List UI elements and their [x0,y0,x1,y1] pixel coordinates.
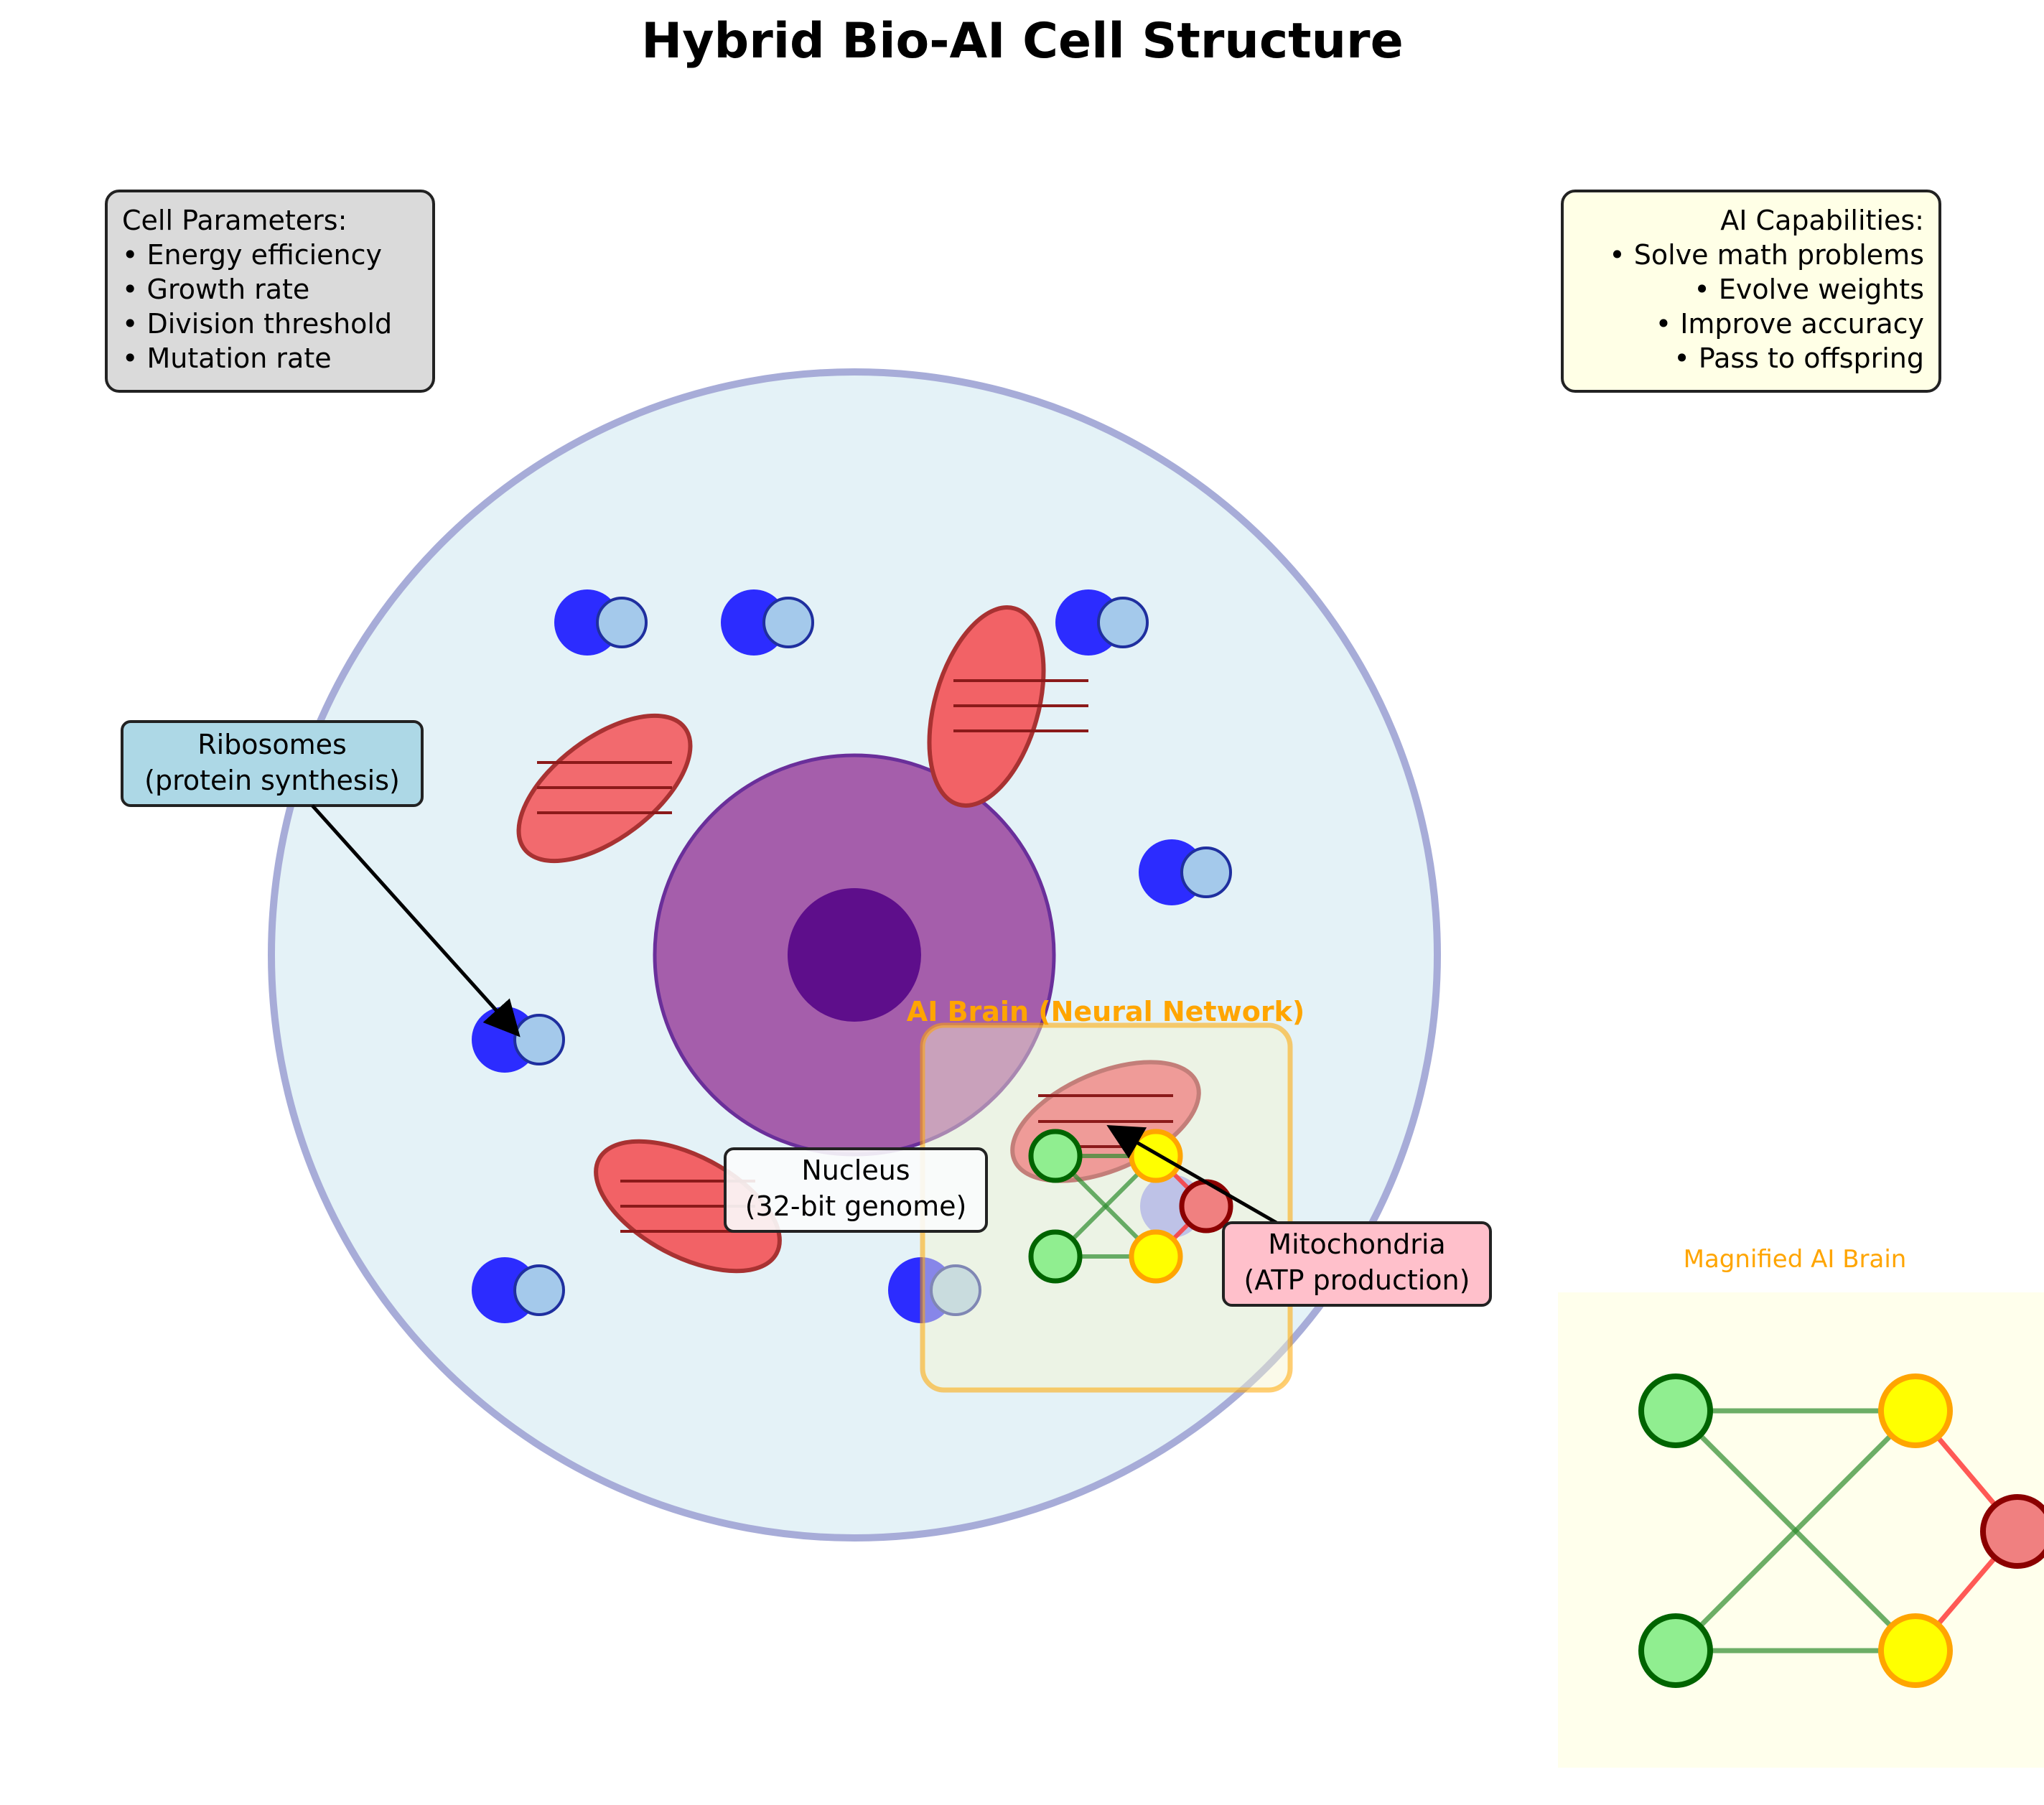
mitochondria-label-line1: Mitochondria [1268,1228,1445,1260]
mitochondria-label-line2: (ATP production) [1244,1264,1470,1296]
magnified-network [1638,1373,2044,1688]
hidden-node-2 [1129,1229,1183,1284]
ribosome-label-line1: Ribosomes [197,729,347,760]
magnified-hidden-node-2 [1878,1613,1953,1688]
param-line-4: • Division threshold [122,308,392,340]
ribosome-4 [1139,839,1232,905]
capability-line-2: • Solve math problems [1609,239,1924,271]
nucleus-callout: Nucleus (32-bit genome) [724,1147,988,1233]
ribosome-6 [472,1257,565,1323]
ribosome-1 [554,589,648,656]
ribosome-3 [1055,589,1149,656]
input-node-2 [1028,1229,1083,1284]
capability-line-1: AI Capabilities: [1720,205,1924,236]
mitochondria-arrow [1106,1125,1278,1225]
nucleolus [788,888,921,1022]
magnified-input-node-1 [1638,1373,1713,1448]
param-line-3: • Growth rate [122,274,309,305]
ribosome-label-line2: (protein synthesis) [144,765,400,796]
mitochondrion-upper-left [516,713,693,864]
magnified-brain-title: Magnified AI Brain [1684,1245,1907,1274]
magnified-hidden-node-1 [1878,1373,1953,1448]
nucleus-label-line2: (32-bit genome) [745,1190,967,1222]
mitochondrion-top-right [927,605,1088,808]
ribosome-callout: Ribosomes (protein synthesis) [121,720,424,807]
diagram-title: Hybrid Bio-AI Cell Structure [641,13,1403,70]
param-line-2: • Energy efficiency [122,239,382,271]
input-node-1 [1028,1129,1083,1183]
ribosome-5 [472,1007,565,1073]
param-line-1: Cell Parameters: [122,205,347,236]
cell-parameters-box: Cell Parameters: • Energy efficiency • G… [105,190,435,393]
capability-line-4: • Improve accuracy [1656,308,1924,340]
hidden-node-1 [1129,1129,1183,1183]
mitochondria-callout: Mitochondria (ATP production) [1222,1221,1492,1307]
ribosome-arrow [311,804,521,1037]
ai-brain-label: AI Brain (Neural Network) [907,996,1305,1027]
ribosome-2 [721,589,814,656]
ai-capabilities-box: AI Capabilities: • Solve math problems •… [1561,190,1941,393]
output-node [1179,1179,1233,1233]
magnified-brain-panel [1558,1292,2044,1768]
capability-line-5: • Pass to offspring [1674,342,1924,374]
magnified-input-node-2 [1638,1613,1713,1688]
nucleus-label-line1: Nucleus [801,1155,910,1186]
capability-line-3: • Evolve weights [1694,274,1924,305]
magnified-output-node [1980,1494,2044,1569]
param-line-5: • Mutation rate [122,342,332,374]
